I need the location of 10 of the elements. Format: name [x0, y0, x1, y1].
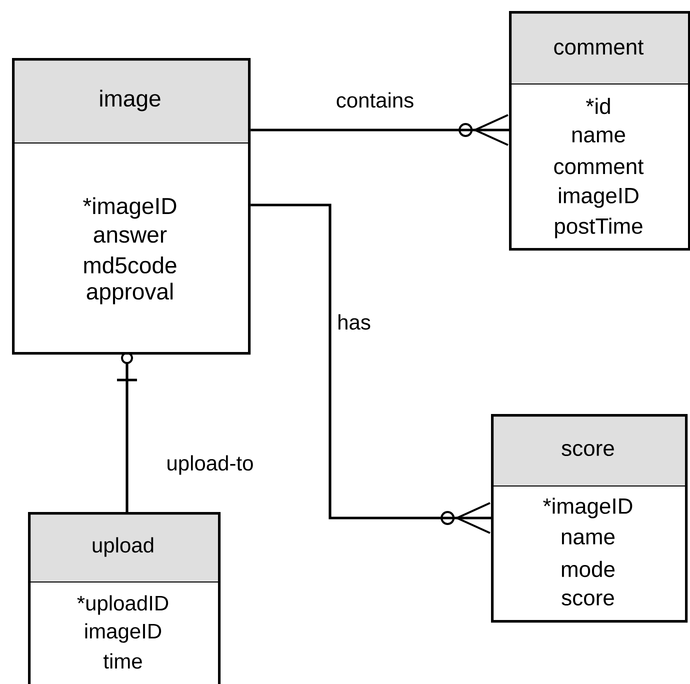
entity-box: score *imageID name mode score [490, 414, 688, 623]
entity-box: upload *uploadID imageID time [28, 512, 221, 684]
relationship-line [116, 352, 138, 514]
relationship-line [249, 114, 510, 146]
edge-label: contains [334, 90, 416, 110]
entity-box: image *imageID answer md5code approval [12, 58, 251, 355]
entity-box: comment *id name comment imageID postTime [508, 11, 690, 251]
edge-label: upload-to [164, 453, 256, 477]
edge-label: has [335, 312, 373, 332]
relationship-line [249, 204, 492, 534]
